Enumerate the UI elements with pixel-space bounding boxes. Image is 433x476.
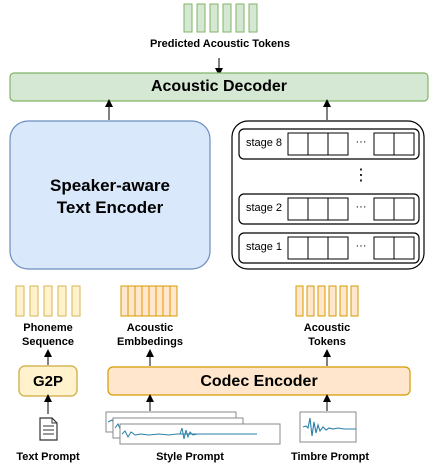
stage-8-ellipsis: ··· [355,136,367,148]
phoneme-sequence-label: Phoneme Sequence [22,322,74,348]
acoustic-decoder-box [9,72,429,102]
phoneme-token-bars [15,285,81,317]
stage-1-label: stage 1 [245,241,283,253]
text-encoder-box [9,120,211,270]
document-icon [39,417,58,441]
stages-vdots: ⋮ [353,167,369,184]
acoustic-embedding-bars [120,285,178,317]
acoustic-tokens-label: Acoustic Tokens [303,322,351,348]
predicted-tokens-title: Predicted Acoustic Tokens [150,38,290,50]
stage-8-label: stage 8 [245,137,283,149]
codec-encoder-box [107,366,411,396]
predicted-tokens [183,3,258,33]
stage-2-label: stage 2 [245,202,283,214]
timbre-prompt-label: Timbre Prompt [290,451,370,463]
stage-2-ellipsis: ··· [355,201,367,213]
g2p-label: G2P [32,373,63,390]
codec-encoder-label: Codec Encoder [200,373,318,390]
stage-1-ellipsis: ··· [355,240,367,252]
timbre-waveform-icon [299,411,357,443]
acoustic-embeddings-label: Acoustic Embbedings [116,322,183,348]
style-prompt-label: Style Prompt [156,451,224,463]
text-prompt-label: Text Prompt [16,451,80,463]
text-encoder-label: Speaker-aware Text Encoder [49,176,171,217]
acoustic-decoder-label: Acoustic Decoder [150,78,288,95]
style-waveform-icon [105,411,281,445]
acoustic-token-bars [295,285,359,317]
